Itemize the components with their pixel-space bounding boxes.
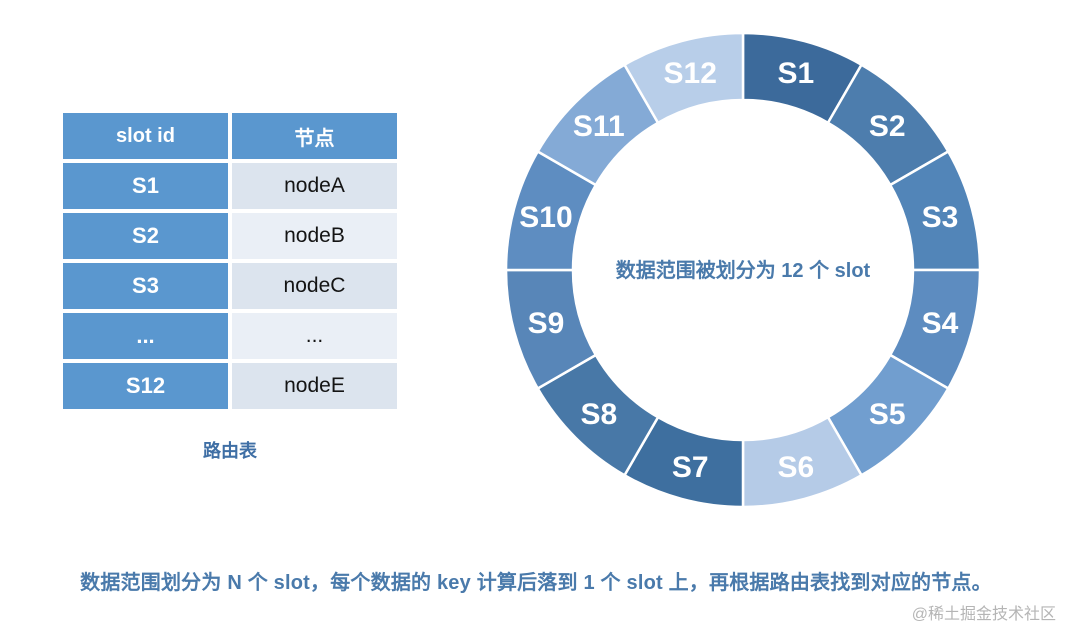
ring-segment-label: S11: [573, 110, 625, 143]
ring-segment-label: S10: [519, 201, 572, 234]
ring-center-label: 数据范围被划分为 12 个 slot: [616, 258, 871, 282]
ring-segment-label: S12: [664, 57, 717, 90]
ring-segment: [622, 31, 745, 125]
slot-cell: S3: [63, 263, 228, 309]
slot-cell: ...: [63, 313, 228, 359]
slot-cell: S2: [63, 213, 228, 259]
ring-segment-label: S5: [869, 398, 906, 431]
table-header-node: 节点: [232, 113, 397, 159]
ring-segment-label: S9: [528, 307, 565, 340]
table-header-slot-id: slot id: [63, 113, 228, 159]
footer-text: 数据范围划分为 N 个 slot，每个数据的 key 计算后落到 1 个 slo…: [80, 572, 992, 594]
ring-segment-label: S1: [777, 57, 814, 90]
table-row: ......: [63, 313, 397, 359]
node-cell: nodeB: [232, 213, 397, 259]
watermark: @稀土掘金技术社区: [911, 606, 1056, 623]
slot-cell: S12: [63, 363, 228, 409]
node-cell: ...: [232, 313, 397, 359]
node-cell: nodeE: [232, 363, 397, 409]
ring-segment-label: S7: [672, 451, 709, 484]
node-cell: nodeC: [232, 263, 397, 309]
table-header-row: slot id 节点: [63, 113, 397, 159]
slot-cell: S1: [63, 163, 228, 209]
ring-segment-label: S2: [869, 110, 906, 143]
ring-segment-label: S3: [922, 201, 959, 234]
ring-segment-label: S8: [580, 398, 617, 431]
ring-segment-label: S4: [922, 307, 959, 340]
node-cell: nodeA: [232, 163, 397, 209]
ring-segment-label: S6: [777, 451, 814, 484]
table-caption: 路由表: [203, 441, 257, 461]
